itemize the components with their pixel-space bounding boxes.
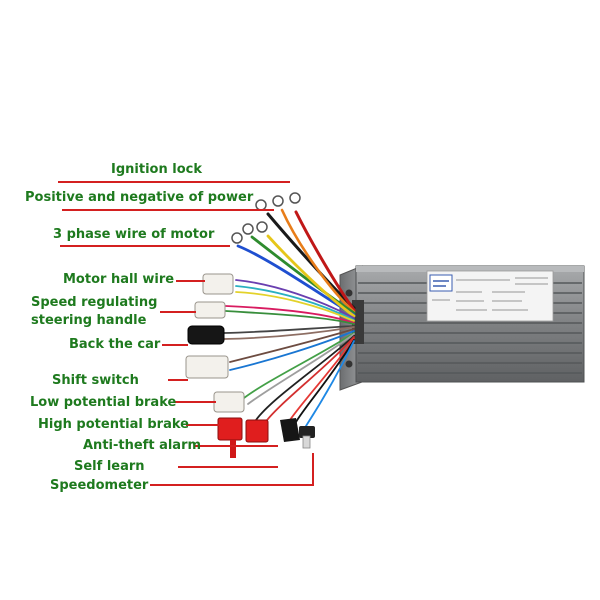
ring-terminals [231, 192, 301, 244]
label-speed-line2: steering handle [31, 313, 147, 328]
label-speedometer: Speedometer [50, 478, 149, 493]
wire-lowbrake-2 [247, 333, 355, 405]
wire-highbrake-2 [263, 336, 355, 425]
speedometer-pin [302, 435, 311, 449]
ring-terminal-power-1 [255, 199, 267, 211]
ring-terminal-phase-3 [256, 221, 268, 233]
label-self-learn: Self learn [74, 459, 145, 474]
speed-connector [194, 301, 226, 319]
label-hall-wire: Motor hall wire [63, 272, 175, 287]
mount-hole-top [345, 289, 353, 297]
wire-lowbrake-1 [243, 332, 355, 399]
label-speed-line1: Speed regulating [31, 295, 158, 310]
controller-housing [339, 265, 585, 391]
wire-hall-bundle-2 [235, 285, 355, 321]
wire-hall-bundle-3 [235, 291, 355, 322]
mount-hole-bottom [345, 360, 353, 368]
ring-terminal-phase-2 [242, 223, 254, 235]
wire-speed-1 [225, 305, 355, 324]
label-back-car: Back the car [69, 337, 161, 352]
leader-lines [58, 181, 314, 486]
wire-highbrake-1 [255, 335, 355, 421]
wire-speed-2 [225, 310, 355, 325]
label-low-brake: Low potential brake [30, 395, 177, 410]
wire-alarm-2 [295, 339, 355, 423]
self-learn-connector [299, 426, 315, 438]
plate-fine-print [432, 277, 548, 311]
wire-back-2 [223, 326, 355, 340]
wire-blue-phase [236, 244, 356, 317]
wire-orange-power [280, 208, 356, 314]
label-shift-switch: Shift switch [52, 373, 139, 388]
wire-harness [223, 208, 356, 427]
wire-yellow-phase [266, 234, 356, 318]
high-brake-connector-red-2 [245, 419, 269, 443]
shift-connector [185, 355, 229, 379]
label-ignition-lock: Ignition lock [111, 162, 202, 177]
wire-alarm [289, 338, 355, 421]
ring-terminal-phase-1 [231, 232, 243, 244]
label-anti-theft: Anti-theft alarm [83, 438, 202, 453]
ring-terminal-power-2 [272, 195, 284, 207]
label-motor-phase: 3 phase wire of motor [53, 227, 215, 242]
wire-selflearn [305, 340, 355, 427]
wire-shift-2 [229, 330, 355, 371]
spec-plate [426, 270, 554, 322]
low-brake-connector [213, 391, 245, 413]
high-brake-connector-red [217, 417, 243, 441]
ring-terminal-power-3 [289, 192, 301, 204]
wire-hall-bundle-1 [235, 279, 355, 319]
label-high-brake: High potential brake [38, 417, 189, 432]
brand-logo-icon [429, 274, 453, 292]
wire-back-1 [223, 325, 355, 334]
back-car-connector [187, 325, 225, 345]
alarm-connector [280, 418, 300, 442]
wire-red-power [294, 210, 356, 312]
wire-green-phase [250, 235, 356, 315]
wire-shift-1 [229, 328, 355, 363]
connectors [185, 273, 315, 458]
high-brake-connector-pin [230, 440, 236, 458]
label-power: Positive and negative of power [25, 190, 254, 205]
body-top-edge [356, 266, 584, 272]
hall-connector [202, 273, 234, 295]
